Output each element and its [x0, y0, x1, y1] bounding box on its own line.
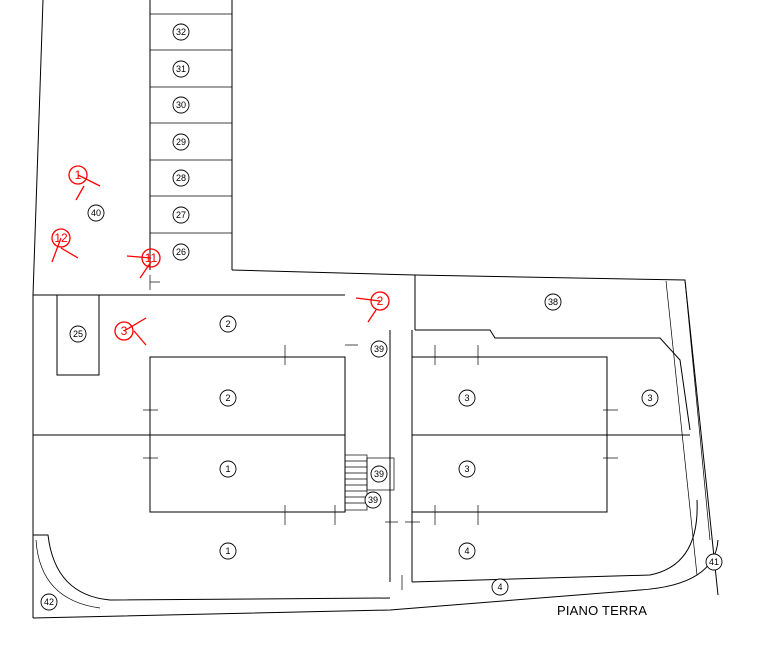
south-outer-boundary	[32, 539, 719, 619]
svg-text:31: 31	[176, 64, 186, 74]
svg-text:42: 42	[44, 597, 54, 607]
svg-text:2: 2	[225, 319, 230, 329]
svg-text:39: 39	[374, 344, 384, 354]
room-label-27: 27	[172, 206, 190, 224]
stair-landing	[366, 457, 395, 491]
svg-text:25: 25	[73, 329, 83, 339]
svg-text:3: 3	[647, 393, 652, 403]
room-label-32: 32	[172, 23, 190, 41]
plan-title: PIANO TERRA	[557, 603, 648, 618]
east-inner-line	[665, 280, 698, 576]
svg-text:3: 3	[464, 464, 469, 474]
svg-text:4: 4	[464, 546, 469, 556]
svg-text:12: 12	[54, 231, 68, 245]
room-label-41: 41	[705, 553, 723, 571]
room-label-3: 3	[458, 460, 476, 478]
west-boundary	[32, 0, 44, 296]
svg-text:2: 2	[225, 393, 230, 403]
svg-text:3: 3	[121, 324, 128, 338]
svg-text:29: 29	[176, 137, 186, 147]
room-label-31: 31	[172, 60, 190, 78]
room-label-3: 3	[458, 389, 476, 407]
room-label-4: 4	[458, 542, 476, 560]
room-label-2: 2	[219, 389, 237, 407]
svg-text:28: 28	[176, 173, 186, 183]
svg-text:40: 40	[91, 208, 101, 218]
room-label-30: 30	[172, 96, 190, 114]
svg-text:27: 27	[176, 210, 186, 220]
svg-text:41: 41	[709, 557, 719, 567]
svg-text:39: 39	[368, 495, 378, 505]
svg-text:32: 32	[176, 27, 186, 37]
south-inner-curve	[35, 539, 101, 609]
svg-text:1: 1	[225, 546, 230, 556]
stair-treads	[345, 460, 367, 504]
svg-text:1: 1	[75, 168, 82, 182]
svg-text:30: 30	[176, 100, 186, 110]
east-inner-line-2	[684, 280, 711, 541]
south-road-curve-east	[411, 499, 698, 583]
wall-ticks	[143, 344, 618, 590]
east-block-outline	[415, 329, 691, 431]
room-label-4: 4	[491, 578, 509, 596]
room-25-box	[56, 294, 100, 376]
svg-text:1: 1	[225, 464, 230, 474]
svg-text:11: 11	[145, 251, 158, 265]
room-label-38: 38	[544, 293, 562, 311]
room-label-2: 2	[219, 315, 237, 333]
room-label-3: 3	[641, 389, 659, 407]
svg-text:26: 26	[176, 247, 186, 257]
room-label-39: 39	[364, 491, 382, 509]
room-label-26: 26	[172, 243, 190, 261]
svg-text:2: 2	[377, 294, 384, 308]
room-label-39: 39	[370, 465, 388, 483]
svg-text:39: 39	[374, 469, 384, 479]
parking-dividers	[150, 13, 232, 234]
north-boundary	[231, 269, 719, 596]
south-road-curve	[33, 534, 391, 601]
room-label-28: 28	[172, 169, 190, 187]
svg-text:3: 3	[464, 393, 469, 403]
room-label-42: 42	[40, 593, 58, 611]
svg-text:38: 38	[548, 297, 558, 307]
room-label-25: 25	[69, 325, 87, 343]
view-marker-1: 1	[68, 165, 101, 201]
room-label-39: 39	[370, 340, 388, 358]
svg-text:4: 4	[497, 582, 502, 592]
stair	[344, 454, 368, 511]
view-marker-3: 3	[114, 317, 147, 346]
room-label-40: 40	[87, 204, 105, 222]
view-marker-2: 2	[355, 291, 390, 323]
view-marker-11: 11	[126, 248, 161, 279]
room-label-1: 1	[219, 460, 237, 478]
room-label-29: 29	[172, 133, 190, 151]
view-markers: 1 12 11 3 2	[51, 165, 390, 346]
view-marker-12: 12	[51, 228, 79, 263]
room-label-1: 1	[219, 542, 237, 560]
